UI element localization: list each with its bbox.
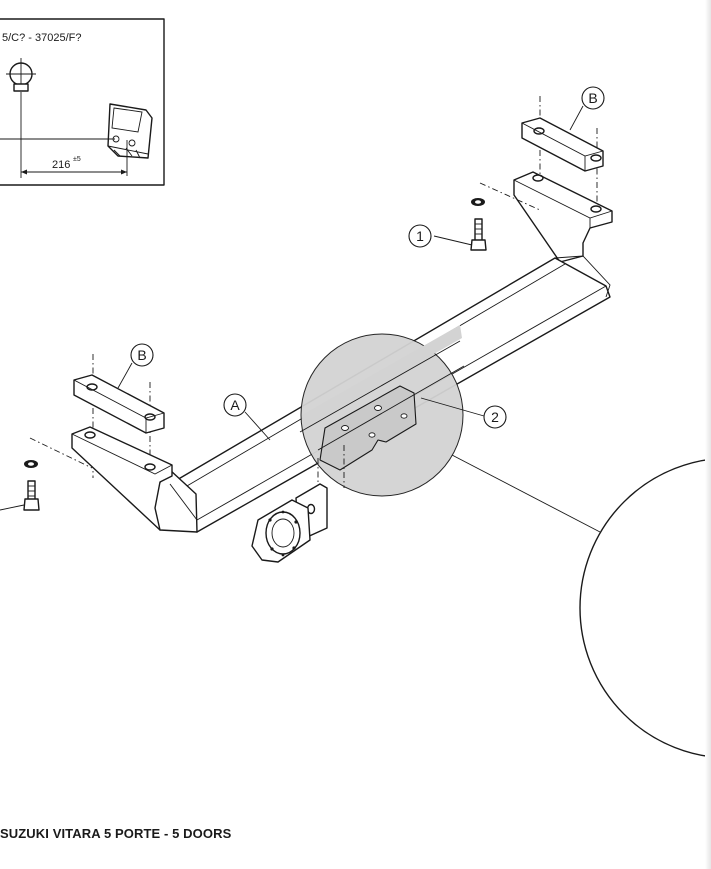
callout-1: 1: [416, 228, 424, 244]
callout-b-left: B: [137, 347, 146, 363]
bracket-left: B: [71, 343, 173, 531]
dimension-value: 216: [52, 159, 70, 171]
tow-ball-symbol: [6, 58, 36, 92]
bracket-top-right: B: [513, 86, 613, 263]
inset-reference-code: 5/C? - 37025/F?: [2, 32, 82, 44]
bolt-upper: 1: [408, 182, 541, 251]
bolt-left: [0, 437, 93, 511]
socket-bracket: [251, 445, 345, 563]
tow-ball-mount-highlight: 2: [299, 325, 507, 497]
callout-a: A: [230, 397, 240, 413]
page-edge-shadow: [705, 0, 711, 869]
dimension-tolerance: ±5: [73, 156, 81, 163]
zoom-detail-circle: [451, 454, 711, 758]
footer-caption: SUZUKI VITARA 5 PORTE - 5 DOORS: [0, 826, 232, 841]
inset-bracket-sketch: [107, 103, 153, 159]
inset-detail-box: 5/C? - 37025/F? 2: [0, 18, 165, 186]
callout-2: 2: [491, 409, 499, 425]
callout-b-top-right: B: [588, 90, 597, 106]
dimension-line: 216 ±5: [21, 140, 128, 176]
